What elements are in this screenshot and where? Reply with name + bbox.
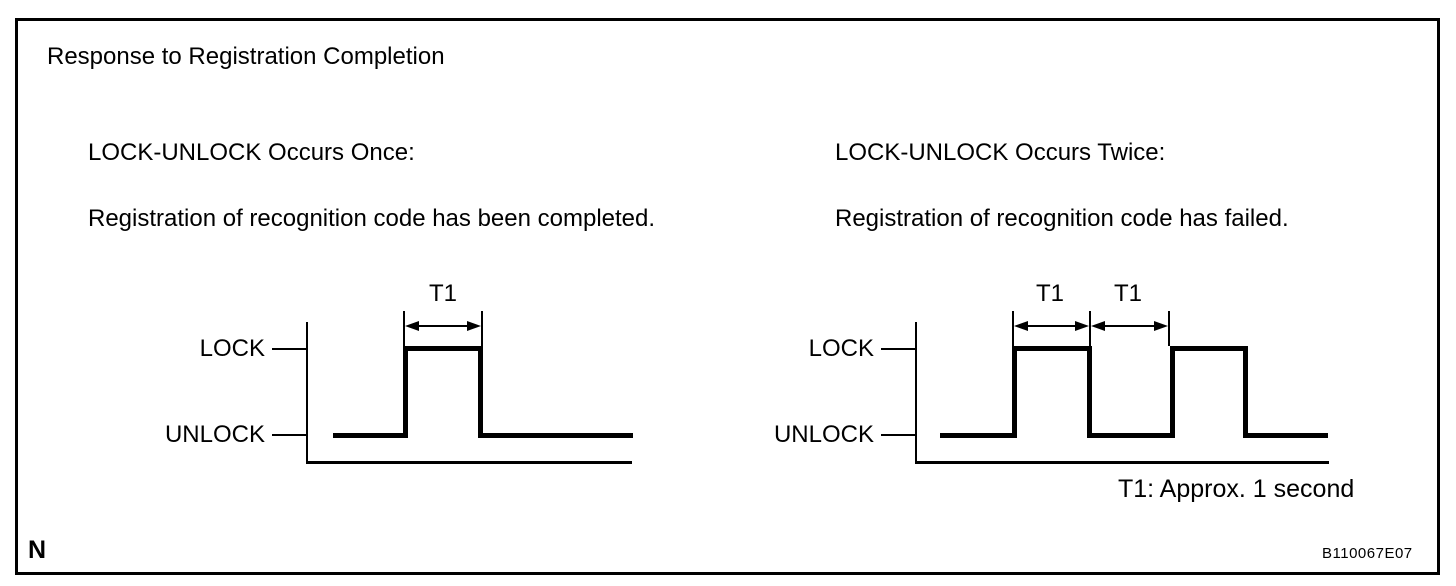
signal-high-segment — [403, 346, 483, 351]
y-axis-line — [915, 322, 917, 464]
arrowhead-right-icon — [1154, 321, 1168, 331]
signal-rising-edge — [403, 346, 408, 438]
signal-falling-edge — [1243, 346, 1248, 438]
dimension-tick — [403, 311, 405, 346]
signal-low-segment — [1092, 433, 1170, 438]
lock-level-label: LOCK — [808, 335, 874, 362]
signal-falling-edge — [1087, 346, 1092, 438]
dimension-arrow-line — [1103, 325, 1156, 327]
signal-low-segment — [1248, 433, 1328, 438]
baseline — [915, 461, 1329, 464]
baseline — [306, 461, 632, 464]
dimension-tick — [1168, 311, 1170, 346]
unlock-level-tick — [272, 434, 306, 436]
unlock-level-label: UNLOCK — [164, 421, 265, 448]
dimension-tick — [1089, 311, 1091, 346]
page-marker: N — [28, 536, 47, 564]
signal-rising-edge — [1170, 346, 1175, 438]
unlock-level-label: UNLOCK — [773, 421, 874, 448]
description-completed: Registration of recognition code has bee… — [88, 205, 656, 232]
heading-occurs-once: LOCK-UNLOCK Occurs Once: — [88, 139, 415, 166]
signal-low-segment — [333, 433, 405, 438]
figure-title: Response to Registration Completion — [47, 43, 445, 70]
figure-id: B110067E07 — [1322, 545, 1413, 562]
t1-footnote: T1: Approx. 1 second — [1118, 475, 1355, 503]
lock-level-label: LOCK — [199, 335, 265, 362]
lock-level-tick — [272, 348, 306, 350]
signal-rising-edge — [1012, 346, 1017, 438]
t1-duration-label: T1 — [1035, 280, 1064, 307]
arrowhead-left-icon — [1014, 321, 1028, 331]
unlock-level-tick — [881, 434, 915, 436]
arrowhead-left-icon — [1091, 321, 1105, 331]
t1-duration-label: T1 — [428, 280, 457, 307]
dimension-arrow-line — [415, 325, 471, 327]
figure-border — [15, 18, 1440, 575]
t1-duration-label: T1 — [1113, 280, 1142, 307]
signal-high-segment — [1170, 346, 1248, 351]
arrowhead-right-icon — [1075, 321, 1089, 331]
dimension-tick — [481, 311, 483, 346]
arrowhead-right-icon — [467, 321, 481, 331]
signal-high-segment — [1012, 346, 1092, 351]
dimension-arrow-line — [1026, 325, 1077, 327]
arrowhead-left-icon — [405, 321, 419, 331]
signal-low-segment — [940, 433, 1012, 438]
lock-level-tick — [881, 348, 915, 350]
heading-occurs-twice: LOCK-UNLOCK Occurs Twice: — [835, 139, 1166, 166]
y-axis-line — [306, 322, 308, 464]
description-failed: Registration of recognition code has fai… — [835, 205, 1289, 232]
signal-low-segment — [483, 433, 633, 438]
signal-falling-edge — [478, 346, 483, 438]
dimension-tick — [1012, 311, 1014, 346]
